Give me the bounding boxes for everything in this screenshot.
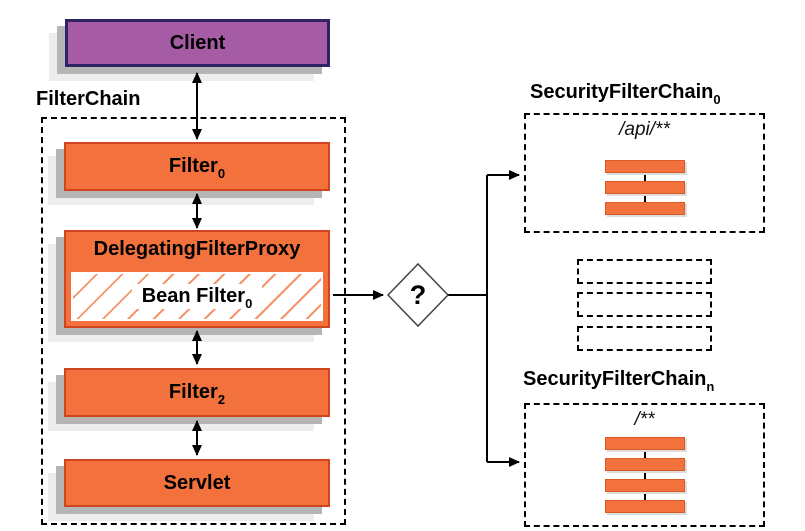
filter-bar: [605, 458, 685, 471]
placeholder-chain-box: [577, 326, 712, 351]
placeholder-chain-box: [577, 259, 712, 284]
filter2-label: Filter2: [168, 381, 226, 407]
servlet-box: Servlet: [64, 459, 330, 507]
bean-filter-subscript: 0: [245, 296, 253, 311]
filter-bar: [605, 202, 685, 215]
filter-bar: [605, 160, 685, 173]
filter0-subscript: 0: [217, 166, 226, 181]
securityfilterchain-n-title: SecurityFilterChainn: [523, 368, 715, 394]
securityfilterchain0-box: /api/**: [524, 113, 765, 233]
securityfilterchain-n-url-pattern: /**: [634, 409, 655, 430]
filter-bar: [605, 181, 685, 194]
securityfilterchain0-subscript: 0: [713, 92, 721, 107]
securityfilterchain0-url-pattern: /api/**: [619, 119, 670, 140]
decision-diamond-label: ?: [409, 279, 427, 310]
filter-bar: [605, 500, 685, 513]
bean-filter-label: Bean Filter0: [131, 284, 263, 311]
bean-filter-label-text: Bean Filter: [141, 285, 246, 307]
securityfilterchain-n-filter-stack: [605, 437, 685, 513]
filterchain-label: FilterChain: [36, 88, 141, 110]
filter0-label-text: Filter: [168, 155, 218, 177]
filter0-label: Filter0: [168, 155, 226, 181]
filter2-subscript: 2: [217, 392, 226, 407]
filter2-box: Filter2: [64, 368, 330, 417]
filter-bar: [605, 437, 685, 450]
filter0-box: Filter0: [64, 142, 330, 191]
securityfilterchain0-title-text: SecurityFilterChain: [530, 81, 714, 103]
securityfilterchain0-title: SecurityFilterChain0: [530, 81, 721, 107]
filter-bar: [605, 479, 685, 492]
securityfilterchain0-filter-stack: [605, 160, 685, 215]
filter-stack-connector-line: [644, 444, 646, 506]
servlet-label: Servlet: [163, 471, 231, 494]
delegating-filter-proxy-box: DelegatingFilterProxy Bean Filter0: [64, 230, 330, 328]
placeholder-chain-box: [577, 292, 712, 317]
securityfilterchain-n-title-text: SecurityFilterChain: [523, 368, 707, 390]
filter2-label-text: Filter: [168, 381, 218, 403]
client-box: Client: [65, 19, 330, 67]
bean-filter-box: Bean Filter0: [71, 272, 323, 321]
client-label: Client: [169, 31, 226, 54]
securityfilterchain-n-box: /**: [524, 403, 765, 527]
delegating-filter-proxy-label: DelegatingFilterProxy: [93, 238, 301, 260]
securityfilterchain-n-subscript: n: [706, 379, 715, 394]
